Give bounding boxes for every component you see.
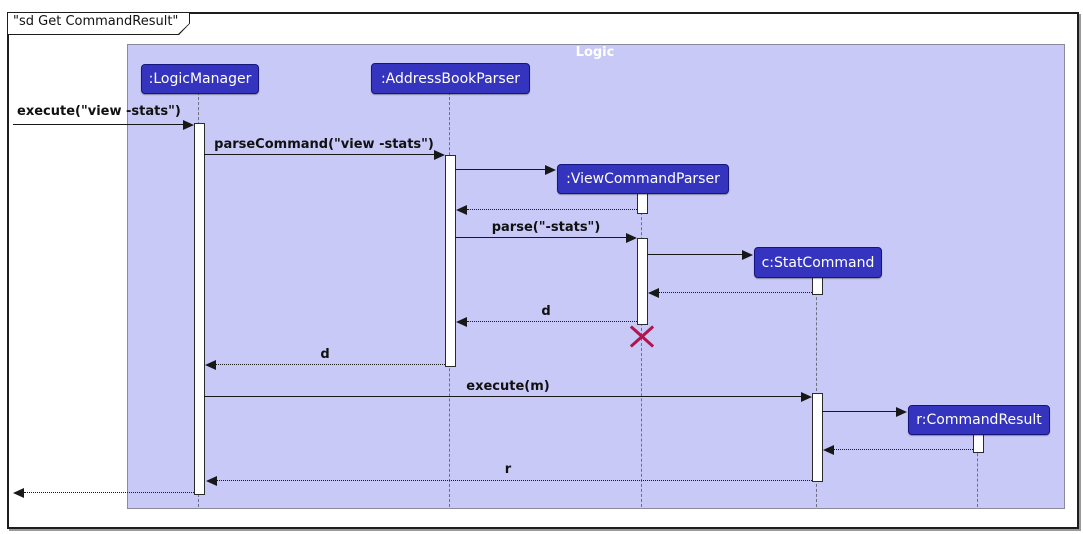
arrowhead-icon [823, 445, 834, 455]
message-label: execute("view -stats") [17, 104, 181, 119]
arrowhead-icon [545, 165, 556, 175]
participant-label: c:StatCommand [761, 254, 875, 271]
message-line [659, 292, 812, 293]
message-label: d [541, 304, 551, 319]
arrowhead-icon [434, 150, 445, 160]
participant-label: :ViewCommandParser [566, 171, 720, 187]
lifeline-statcommand [816, 277, 817, 507]
participant-label: :LogicManager [148, 71, 252, 87]
activation-addressbookparser [445, 155, 456, 367]
message-label: r [504, 462, 512, 477]
participant-viewcommandparser: :ViewCommandParser [557, 164, 729, 194]
arrowhead-icon [456, 205, 467, 215]
activation-logicmanager [194, 123, 205, 495]
destroy-x-icon [629, 325, 655, 348]
message-line [217, 480, 812, 481]
message-line [834, 449, 973, 450]
activation-viewcommandparser-2 [637, 238, 648, 325]
arrowhead-icon [13, 488, 24, 498]
message-line [455, 237, 626, 238]
participant-logicmanager: :LogicManager [141, 64, 259, 94]
message-line [204, 396, 801, 397]
diagram-title-tab-fill [8, 13, 189, 34]
arrowhead-icon [648, 288, 659, 298]
message-line [13, 124, 183, 125]
lifeline-viewcommandparser [641, 192, 642, 507]
arrowhead-icon [205, 360, 216, 370]
message-line [647, 254, 742, 255]
lifeline-commandresult [977, 433, 978, 507]
arrowhead-icon [896, 407, 907, 417]
message-label: d [320, 347, 330, 362]
activation-viewcommandparser-1 [637, 192, 648, 214]
activation-commandresult [973, 433, 984, 453]
arrowhead-icon [801, 392, 812, 402]
logic-frame-title: Logic [575, 45, 615, 60]
message-label: parseCommand("view -stats") [214, 137, 434, 152]
participant-statcommand: c:StatCommand [754, 247, 882, 278]
diagram-title-tab: "sd Get CommandResult" [7, 12, 190, 35]
participant-label: :AddressBookParser [380, 70, 521, 87]
logic-frame [127, 44, 1065, 509]
message-line [467, 209, 637, 210]
message-line [455, 169, 545, 170]
message-line [467, 321, 637, 322]
activation-statcommand-2 [812, 393, 823, 482]
participant-commandresult: r:CommandResult [908, 405, 1050, 435]
arrowhead-icon [456, 317, 467, 327]
arrowhead-icon [742, 250, 753, 260]
arrowhead-icon [183, 120, 194, 130]
message-line [822, 411, 896, 412]
message-line [24, 492, 194, 493]
message-line [204, 154, 434, 155]
activation-statcommand-1 [812, 277, 823, 295]
participant-addressbookparser: :AddressBookParser [371, 63, 530, 94]
arrowhead-icon [626, 233, 637, 243]
message-line [216, 364, 445, 365]
arrowhead-icon [206, 476, 217, 486]
message-label: execute(m) [466, 379, 550, 394]
diagram-title: "sd Get CommandResult" [13, 14, 179, 29]
message-label: parse("-stats") [491, 220, 601, 235]
participant-label: r:CommandResult [916, 412, 1042, 428]
